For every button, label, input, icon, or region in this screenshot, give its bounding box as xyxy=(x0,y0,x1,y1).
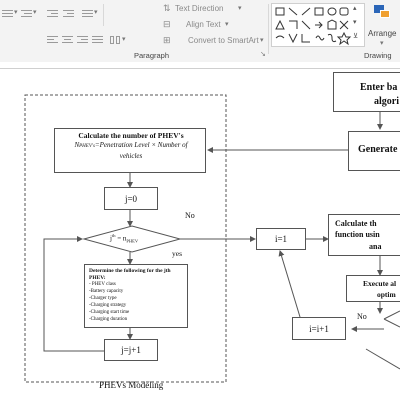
connector-icon[interactable] xyxy=(301,20,311,30)
align-right-icon[interactable] xyxy=(77,36,88,45)
text-direction-button[interactable]: Text Direction xyxy=(175,4,224,13)
generate-box[interactable]: Generate xyxy=(348,131,400,171)
arrow-line-shape-icon[interactable] xyxy=(301,7,311,16)
triangle-shape-icon[interactable] xyxy=(275,19,285,30)
calc-phev-title: Calculate the number of PHEV's xyxy=(78,131,184,140)
shapes-more-icon[interactable]: ⊻ xyxy=(353,33,359,40)
justify-icon[interactable] xyxy=(92,36,103,45)
elbow-connector-icon[interactable] xyxy=(289,20,298,29)
j-init-box[interactable]: j=0 xyxy=(104,187,158,210)
condition-text: jth = nPHEV xyxy=(110,233,139,244)
bracket-shape-icon[interactable] xyxy=(327,33,337,43)
cross-shape-icon[interactable] xyxy=(339,20,349,30)
module-label: PHEVs Modeling xyxy=(99,380,164,390)
align-center-icon[interactable] xyxy=(62,36,73,45)
multilevel-dropdown-icon[interactable]: ▾ xyxy=(33,9,37,16)
determine-item: -Charging duration xyxy=(89,317,128,322)
horizontal-ruler xyxy=(0,62,400,69)
j-increment-box[interactable]: j=j+1 xyxy=(104,339,158,361)
no-label-top: No xyxy=(185,211,195,220)
align-text-dropdown-icon[interactable]: ▾ xyxy=(225,21,229,28)
angle-shape-icon[interactable] xyxy=(301,34,310,43)
numbering-icon[interactable] xyxy=(2,9,13,18)
text-direction-dropdown-icon[interactable]: ▾ xyxy=(238,5,242,12)
determine-item: -Battery capacity xyxy=(89,289,124,294)
freeform-shape-icon[interactable] xyxy=(288,33,298,44)
line-spacing-icon[interactable] xyxy=(82,9,93,18)
align-text-icon[interactable]: ⊟ xyxy=(163,19,171,29)
align-text-button[interactable]: Align Text xyxy=(186,20,221,29)
determine-item: -Charging strategy xyxy=(89,303,127,308)
rounded-rect-shape-icon[interactable] xyxy=(339,7,349,16)
determine-box[interactable]: Determine the following for the jth PHEV… xyxy=(84,264,188,328)
align-left-icon[interactable] xyxy=(47,36,58,45)
determine-title: Determine the following for the jth xyxy=(89,268,171,274)
determine-title-2: PHEV: xyxy=(89,275,106,281)
ribbon: ▾ ▾ ▾ ▾ ⇅ Text Direction ▾ ⊟ Align Text … xyxy=(0,0,400,63)
increase-indent-icon[interactable] xyxy=(63,9,74,18)
calc-phev-box[interactable]: Calculate the number of PHEV's NPHEV's=P… xyxy=(54,128,206,173)
module-border xyxy=(24,94,227,383)
pentagon-shape-icon[interactable] xyxy=(327,19,337,30)
execute-box[interactable]: Execute al optim xyxy=(346,275,400,302)
enter-box[interactable]: Enter ba algori xyxy=(333,72,400,112)
arrange-button[interactable]: Arrange xyxy=(368,29,397,38)
line-shape-icon[interactable] xyxy=(288,7,298,16)
arrange-icon[interactable] xyxy=(374,5,392,19)
multilevel-list-icon[interactable] xyxy=(21,9,32,18)
i-increment-box[interactable]: i=i+1 xyxy=(292,317,346,340)
star-shape-icon[interactable] xyxy=(336,31,352,46)
textbox-shape-icon[interactable] xyxy=(275,7,285,16)
i-init-box[interactable]: i=1 xyxy=(256,228,306,250)
columns-icon[interactable] xyxy=(110,36,121,45)
slide-canvas[interactable]: Calculate the number of PHEV's NPHEV's=P… xyxy=(0,69,400,400)
smartart-icon[interactable]: ⊞ xyxy=(163,35,171,45)
oval-shape-icon[interactable] xyxy=(327,7,337,16)
determine-item: - PHEV class xyxy=(89,282,116,287)
shapes-scroll-up-icon[interactable]: ▴ xyxy=(353,5,357,12)
connectors xyxy=(24,94,400,383)
paragraph-group-label: Paragraph xyxy=(134,51,170,60)
shapes-scroll-down-icon[interactable]: ▾ xyxy=(353,19,357,26)
paragraph-launcher-icon[interactable]: ↘ xyxy=(260,51,266,58)
condition-diamond[interactable] xyxy=(82,225,182,253)
curve-shape-icon[interactable] xyxy=(275,35,285,39)
yes-label: yes xyxy=(172,249,182,258)
calc-function-box[interactable]: Calculate th function usin ana xyxy=(328,214,400,256)
columns-dropdown-icon[interactable]: ▾ xyxy=(122,36,126,43)
calc-phev-formula-end: vehicles xyxy=(119,152,143,160)
calc-phev-formula: NPHEV's=Penetration Level × Number of xyxy=(74,141,188,149)
right-arrow-shape-icon[interactable] xyxy=(315,21,323,29)
determine-item: -Charger type xyxy=(89,296,117,301)
smartart-dropdown-icon[interactable]: ▾ xyxy=(260,37,264,44)
numbering-dropdown-icon[interactable]: ▾ xyxy=(14,9,18,16)
drawing-group-label: Drawing xyxy=(364,51,392,60)
wave-shape-icon[interactable] xyxy=(315,35,325,41)
line-spacing-dropdown-icon[interactable]: ▾ xyxy=(94,9,98,16)
no-label-bottom: No xyxy=(357,312,367,321)
decrease-indent-icon[interactable] xyxy=(47,9,58,18)
determine-item: -Charging start time xyxy=(89,310,130,315)
arrange-dropdown-icon[interactable]: ▾ xyxy=(380,40,384,47)
shapes-gallery[interactable] xyxy=(271,3,365,47)
rectangle-shape-icon[interactable] xyxy=(314,7,324,16)
text-direction-icon[interactable]: ⇅ xyxy=(163,3,171,13)
convert-smartart-button[interactable]: Convert to SmartArt xyxy=(188,36,259,45)
